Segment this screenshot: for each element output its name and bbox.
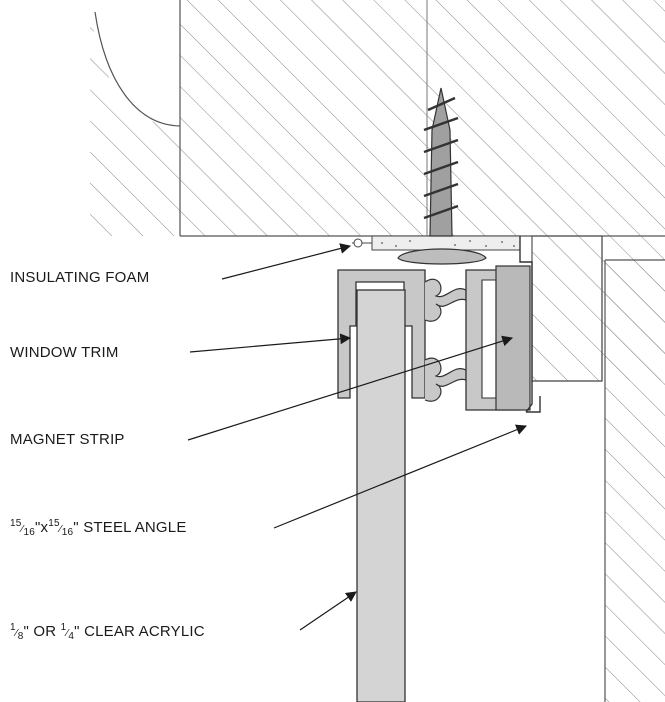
leader-insulating-foam [221,243,352,280]
leader-magnet-strip [187,335,514,441]
leader-window-trim [189,333,352,353]
fraction-15-16-b: 15⁄16 [48,518,74,538]
screw [397,87,487,265]
leader-steel-angle [273,424,528,529]
wall-header-section [90,0,665,237]
steel-angle [519,236,541,413]
label-insulating-foam: INSULATING FOAM [10,269,150,286]
fraction-1-4: 1⁄4 [60,622,75,642]
leader-acrylic [299,591,357,631]
insulating-foam-strip [352,235,521,251]
label-magnet-strip: MAGNET STRIP [10,431,125,448]
label-window-trim: WINDOW TRIM [10,344,119,361]
label-acrylic: 1⁄8" OR 1⁄4" CLEAR ACRYLIC [10,622,205,642]
acrylic-panel [356,289,406,702]
fraction-1-8: 1⁄8 [10,622,24,642]
fraction-15-16-a: 15⁄16 [10,518,36,538]
leader-lines [187,243,528,631]
wall-jamb-section [531,235,665,702]
label-steel-angle: 15⁄16"x15⁄16" STEEL ANGLE [10,518,187,538]
magnet-strip [495,265,531,411]
